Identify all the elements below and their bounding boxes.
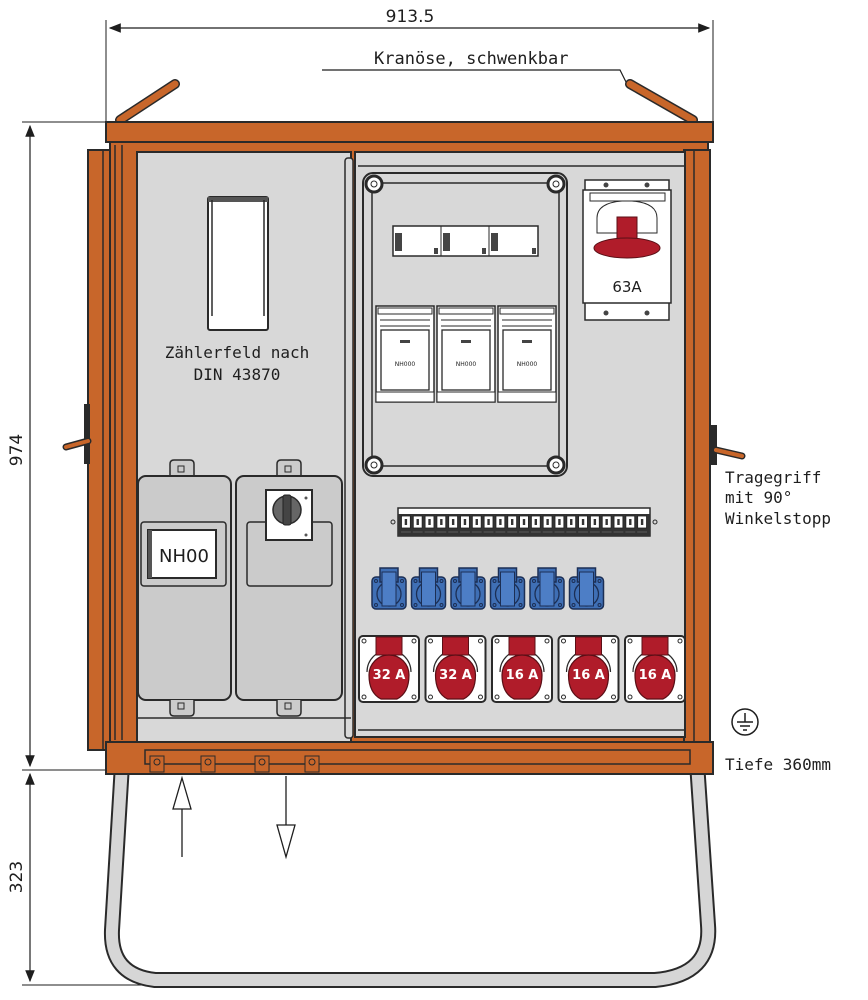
cee-socket-row: 32 A 32 A 16 A 16 A 16 A <box>358 635 686 703</box>
cee-socket-label: 32 A <box>439 668 472 683</box>
schuko-socket[interactable] <box>568 567 605 610</box>
arrow-down-icon <box>276 776 296 860</box>
handle-label-1: Tragegriff <box>725 468 821 487</box>
handle-label-2: mit 90° <box>725 488 792 507</box>
cee-socket-label: 16 A <box>506 668 539 683</box>
mcb-breaker[interactable] <box>566 515 577 533</box>
cee-socket-63a[interactable]: 63A <box>582 179 672 321</box>
carry-handle-right[interactable] <box>711 425 746 465</box>
cee-socket[interactable]: 32 A <box>358 635 420 703</box>
width-dimension: 913.5 <box>105 7 714 125</box>
schuko-socket-row <box>371 567 605 610</box>
meter-field-panel: Zählerfeld nach DIN 43870 NH00 <box>136 151 354 743</box>
mcb-breaker[interactable] <box>542 515 553 533</box>
nh00-label: NH00 <box>159 546 209 567</box>
stand-frame <box>103 747 717 988</box>
stand-height-label: 323 <box>7 861 27 893</box>
mcb-breaker[interactable] <box>601 515 612 533</box>
mcb-breaker[interactable] <box>460 515 470 533</box>
base-bolts <box>149 755 320 773</box>
nh00-fuse-module[interactable]: NH00 <box>137 459 232 717</box>
cee-socket[interactable]: 16 A <box>491 635 553 703</box>
meter-window-icon <box>207 196 269 331</box>
cee-socket-label: 16 A <box>572 668 605 683</box>
mcb-breaker[interactable] <box>412 515 423 533</box>
mcb-breaker[interactable] <box>495 515 506 533</box>
fuse-enclosure: NH000 NH000 NH000 <box>362 172 568 477</box>
mcb-breaker[interactable] <box>625 515 636 533</box>
enclosure-screws <box>364 174 566 475</box>
width-label: 913.5 <box>386 7 435 27</box>
rotary-switch-icon[interactable] <box>265 489 313 541</box>
mcb-breaker[interactable] <box>507 515 518 533</box>
cee-63a-label: 63A <box>612 278 642 296</box>
schuko-socket[interactable] <box>450 567 486 610</box>
crane-eye-right <box>625 79 698 125</box>
stand-height-dimension: 323 <box>7 772 160 986</box>
schuko-socket[interactable] <box>489 567 526 610</box>
crane-eye-annotation: Kranöse, schwenkbar <box>322 49 627 83</box>
mcb-breaker[interactable] <box>613 515 624 533</box>
cee-socket[interactable]: 16 A <box>557 635 620 703</box>
mcb-breaker[interactable] <box>401 515 411 533</box>
mcb-breaker[interactable] <box>530 515 541 533</box>
height-label: 974 <box>7 434 27 466</box>
cee-socket[interactable]: 32 A <box>424 635 487 703</box>
arrow-up-icon <box>172 775 192 857</box>
main-switch-module[interactable] <box>235 459 343 717</box>
nh000-label: NH000 <box>456 361 477 368</box>
nh000-label: NH000 <box>517 361 538 368</box>
crane-eye-label: Kranöse, schwenkbar <box>374 49 568 69</box>
nh000-fuse-base[interactable]: NH000 <box>497 305 557 403</box>
mcb-breaker[interactable] <box>483 515 494 533</box>
schuko-socket[interactable] <box>371 567 407 610</box>
schuko-socket[interactable] <box>529 567 565 610</box>
mcb-breaker[interactable] <box>424 515 435 533</box>
nh000-fuse-base[interactable]: NH000 <box>436 305 496 403</box>
cee-socket-label: 16 A <box>639 668 672 683</box>
nh000-fuse-base[interactable]: NH000 <box>375 305 435 403</box>
depth-label: Tiefe 360mm <box>725 755 831 774</box>
mcb-breaker[interactable] <box>578 515 588 533</box>
mcb-row <box>390 507 658 537</box>
meter-field-label-1: Zählerfeld nach <box>165 343 310 362</box>
meter-field-label-2: DIN 43870 <box>194 365 281 384</box>
carry-handle-left[interactable] <box>62 404 92 464</box>
nh000-label: NH000 <box>395 361 416 368</box>
distribution-panel: NH000 NH000 NH000 63A 32 A 32 A 16 A 16 A 16 A <box>354 151 686 738</box>
rcd-row[interactable] <box>392 225 539 257</box>
mcb-breaker[interactable] <box>471 515 482 533</box>
handle-label-3: Winkelstopp <box>725 509 831 528</box>
mcb-breaker[interactable] <box>436 515 447 533</box>
mcb-breaker[interactable] <box>554 515 565 533</box>
crane-eye-left <box>115 79 180 125</box>
mcb-breaker[interactable] <box>637 515 647 533</box>
schuko-socket[interactable] <box>410 567 447 610</box>
handle-annotation: Tragegriff mit 90° Winkelstopp <box>725 468 831 528</box>
nh000-fuse-bases: NH000 NH000 NH000 <box>375 305 557 403</box>
cee-socket-label: 32 A <box>373 668 406 683</box>
earth-ground-icon <box>731 708 759 736</box>
mcb-breaker[interactable] <box>589 515 600 533</box>
mcb-breaker[interactable] <box>448 515 459 533</box>
cee-socket[interactable]: 16 A <box>624 635 686 703</box>
mcb-breaker[interactable] <box>519 515 529 533</box>
